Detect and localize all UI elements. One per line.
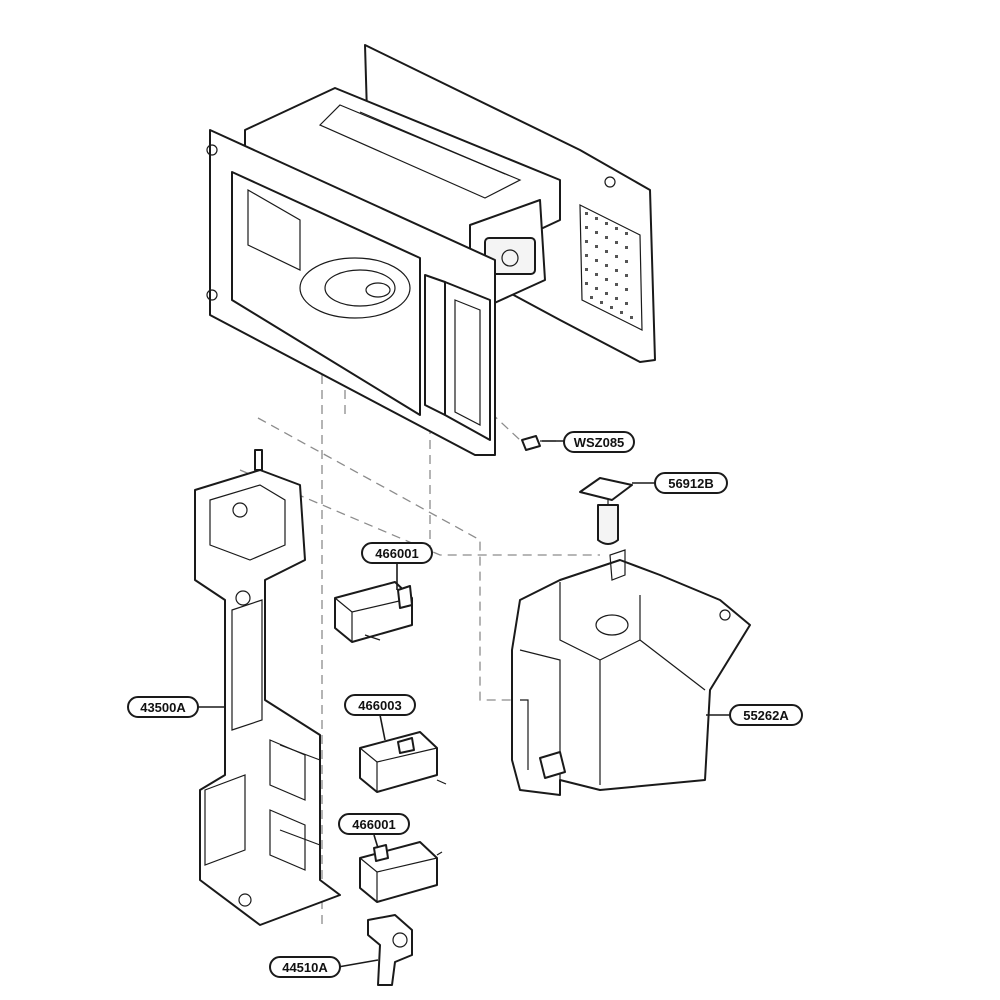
part-tag-466003: 466003	[344, 694, 416, 716]
vent-grid	[585, 212, 633, 319]
part-label-466003: 466003	[358, 698, 401, 713]
bracket-55262a	[511, 549, 751, 796]
part-label-56912b: 56912B	[668, 476, 714, 491]
part-tag-43500a: 43500A	[127, 696, 199, 718]
part-label-466001-bottom: 466001	[352, 817, 395, 832]
part-tag-55262a: 55262A	[729, 704, 803, 726]
micro-switch-466001-top	[334, 581, 413, 643]
part-label-wsz085: WSZ085	[574, 435, 625, 450]
lever-44510a	[367, 914, 413, 986]
latch-body-43500a	[194, 449, 341, 926]
part-tag-56912b: 56912B	[654, 472, 728, 494]
leader-lines	[196, 440, 730, 968]
part-tag-466001-top: 466001	[361, 542, 433, 564]
part-56912b	[579, 477, 633, 545]
part-label-43500a: 43500A	[140, 700, 186, 715]
micro-switch-466001-bottom	[359, 841, 443, 903]
part-label-466001-top: 466001	[375, 546, 418, 561]
part-tag-44510a: 44510A	[269, 956, 341, 978]
part-tag-466001-bottom: 466001	[338, 813, 410, 835]
microwave-cavity-chassis	[206, 44, 656, 456]
screw-wsz085	[521, 435, 556, 451]
part-label-55262a: 55262A	[743, 708, 789, 723]
part-label-44510a: 44510A	[282, 960, 328, 975]
part-tag-wsz085: WSZ085	[563, 431, 635, 453]
micro-switch-466003	[359, 731, 447, 793]
